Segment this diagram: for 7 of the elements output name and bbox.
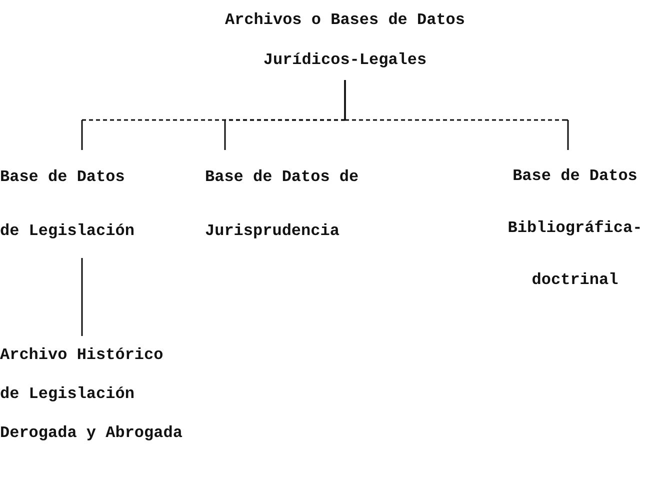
node-label: Archivos o Bases de Datos Jurídicos-Legales <box>224 10 466 71</box>
node-label: Base de Datos de Legislación <box>0 167 136 242</box>
connector-line <box>81 258 83 336</box>
connector-line <box>344 80 569 150</box>
node-label: Base de Datos Bibliográfica-doctrinal <box>506 166 644 291</box>
node-label: Base de Datos de Jurisprudencia <box>205 167 360 242</box>
node-label: Archivo Histórico de Legislación Derogada y Abrogada <box>0 345 184 444</box>
